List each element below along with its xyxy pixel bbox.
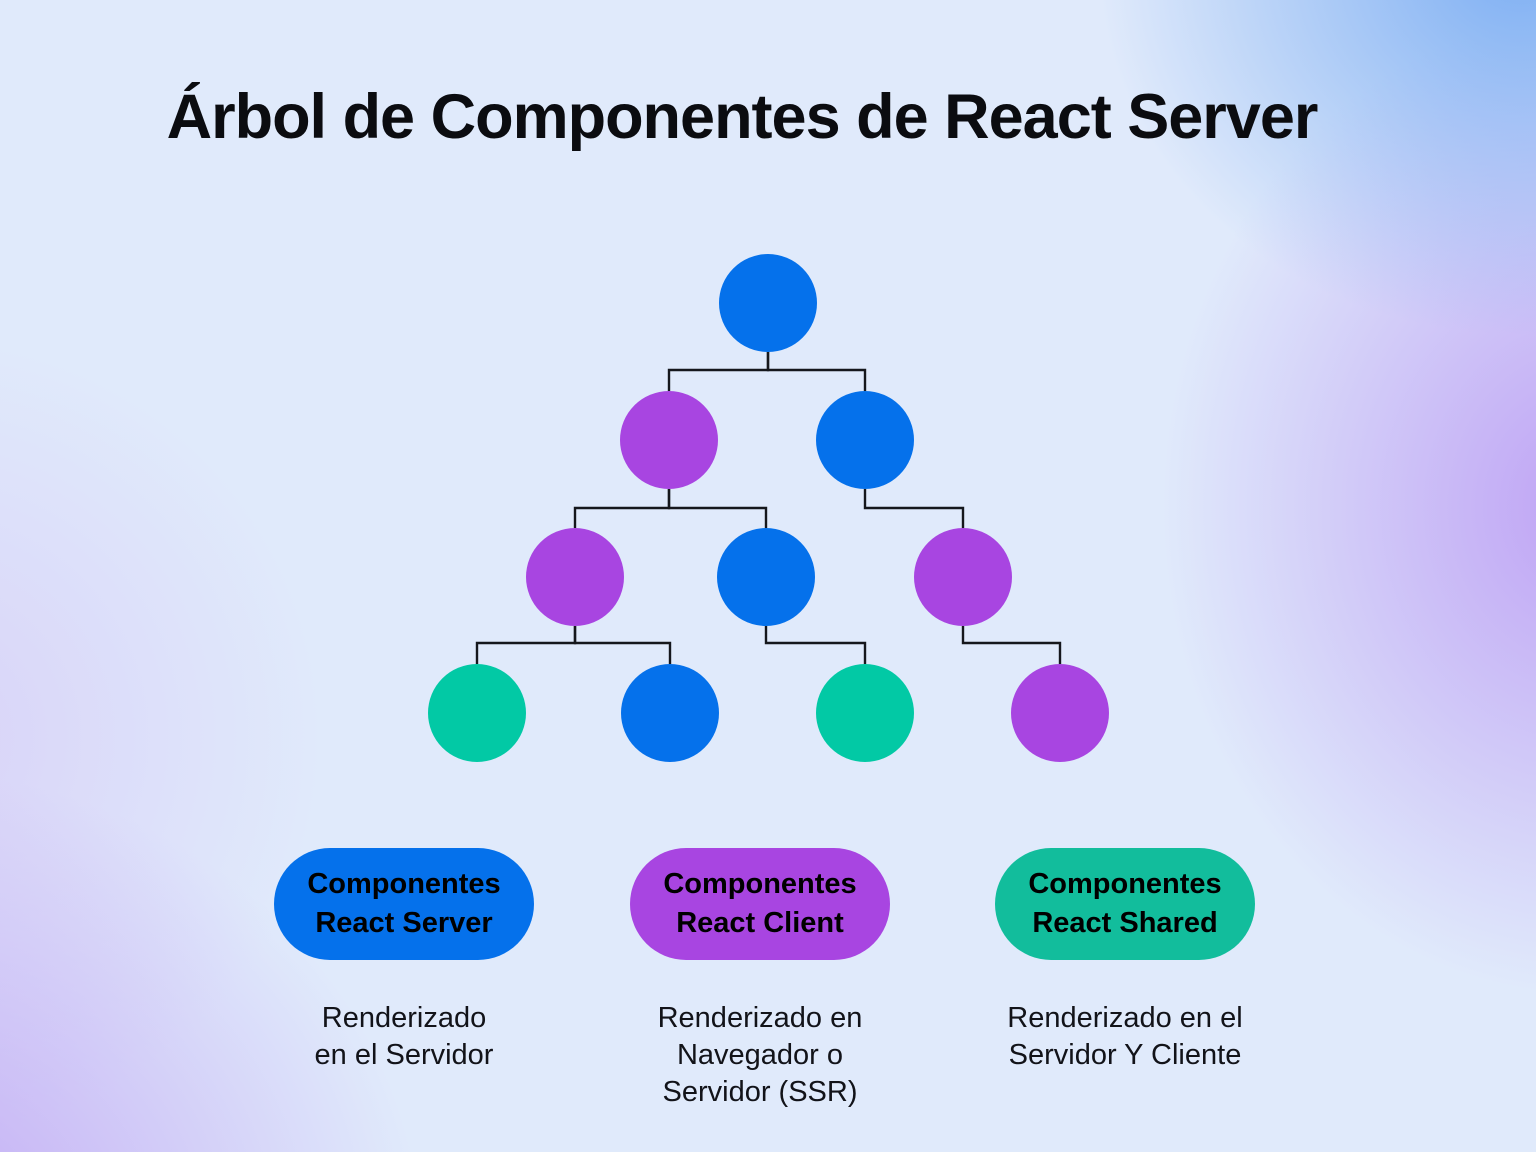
tree-node-client (1011, 664, 1109, 762)
tree-connector (667, 489, 768, 528)
tree-node-client (620, 391, 718, 489)
legend-caption-shared: Renderizado en el Servidor Y Cliente (1007, 1002, 1243, 1071)
legend-column-client: Componentes React Client Renderizado en … (530, 848, 990, 1111)
legend-caption-client: Renderizado en Navegador o Servidor (SSR… (657, 1002, 863, 1108)
page-title: Árbol de Componentes de React Server (166, 82, 1319, 152)
tree-node-shared (816, 664, 914, 762)
legend-pill-shared: Componentes React Shared (995, 848, 1255, 960)
tree-connector (766, 352, 867, 391)
tree-node-server (717, 528, 815, 626)
tree-connector (667, 352, 770, 391)
tree-connector (863, 489, 965, 528)
legend-pill-client: Componentes React Client (630, 848, 890, 960)
tree-node-server (816, 391, 914, 489)
tree-connector (573, 626, 672, 664)
tree-connector (475, 626, 577, 664)
legend-column-shared: Componentes React Shared Renderizado en … (895, 848, 1355, 1074)
tree-node-server (719, 254, 817, 352)
tree-node-client (526, 528, 624, 626)
tree-connector (573, 489, 671, 528)
legend-pill-server: Componentes React Server (274, 848, 534, 960)
tree-node-client (914, 528, 1012, 626)
legend-column-server: Componentes React Server Renderizado en … (174, 848, 634, 1074)
legend-caption-server: Renderizado en el Servidor (314, 1002, 494, 1071)
tree-node-server (621, 664, 719, 762)
tree-connector (764, 626, 867, 664)
tree-node-shared (428, 664, 526, 762)
tree-connector (961, 626, 1062, 664)
